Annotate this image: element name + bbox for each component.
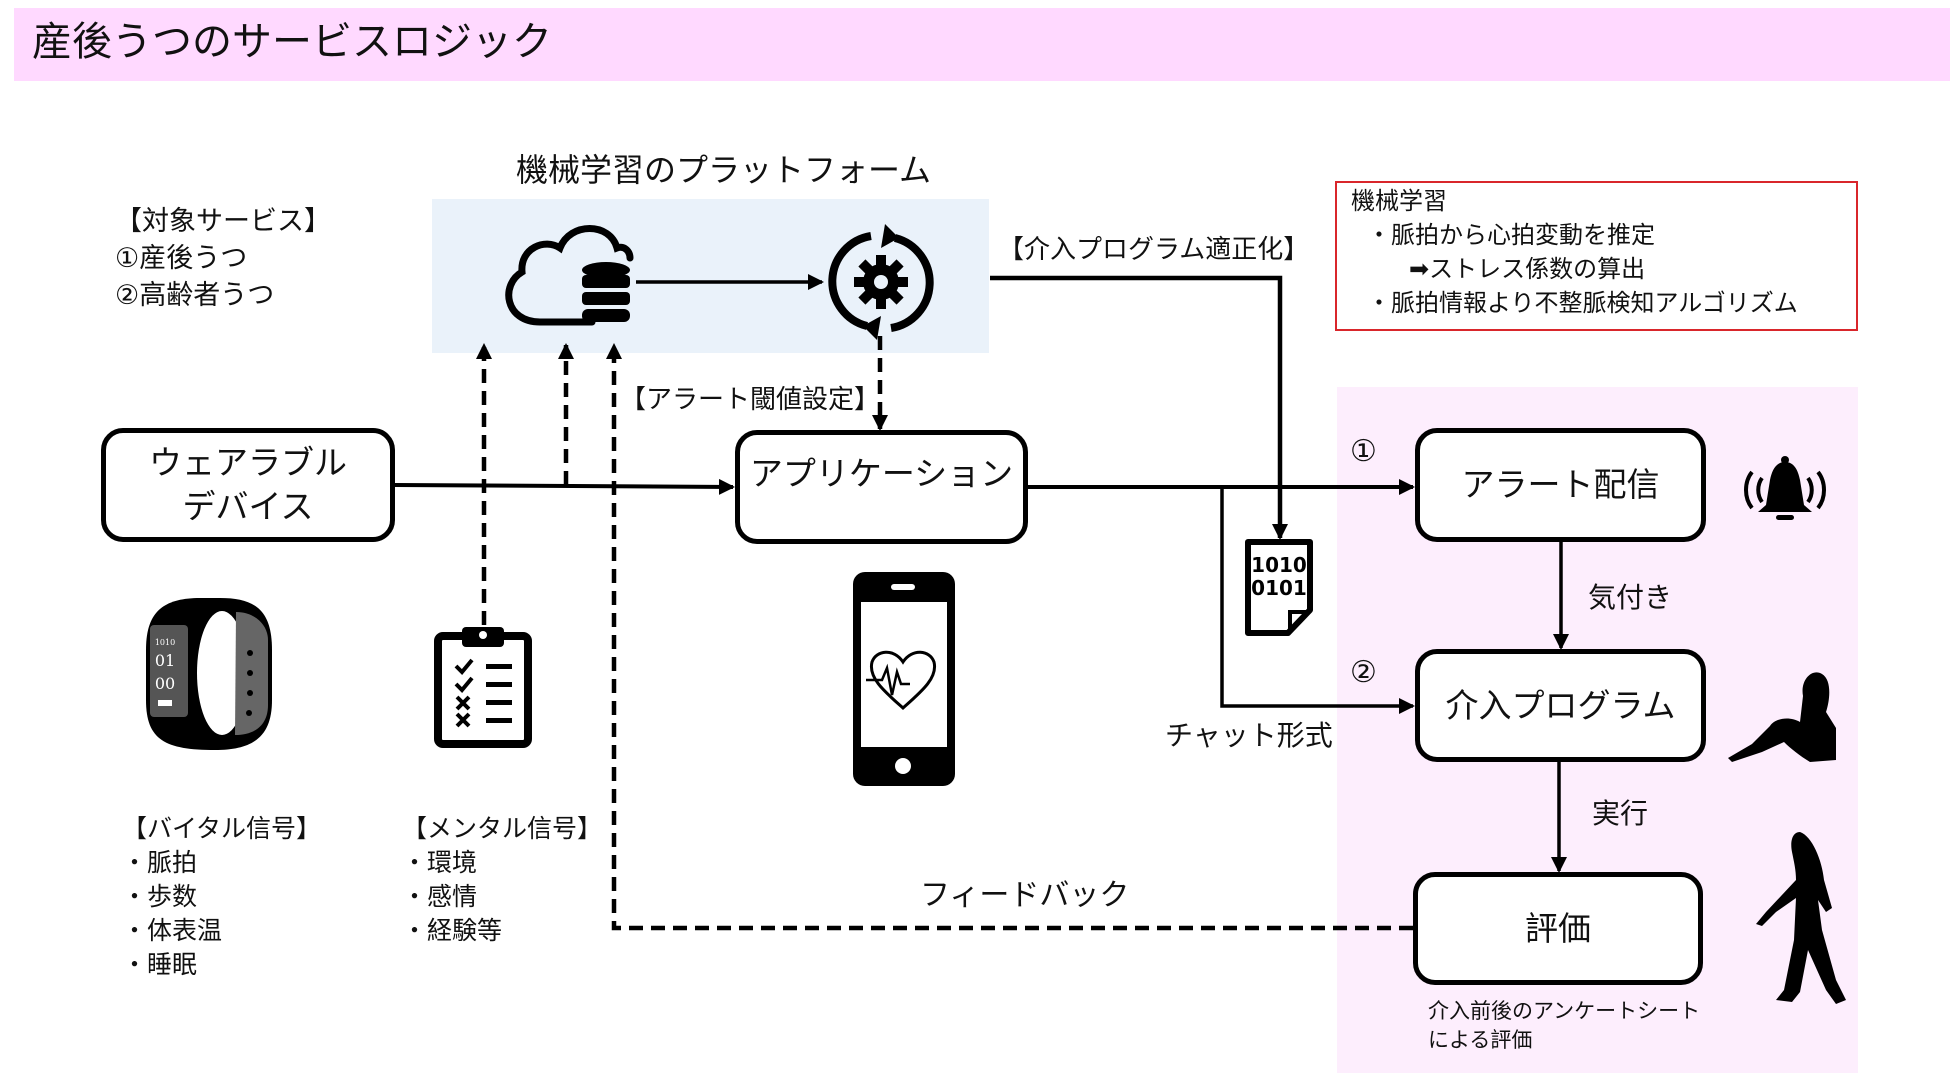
mental-signals-heading: 【メンタル信号】 (402, 814, 603, 843)
awareness-label: 気付き (1588, 581, 1673, 614)
vital-signal-item: ・歩数 (122, 882, 198, 911)
alert-threshold-label: 【アラート閾値設定】 (620, 385, 881, 415)
chat-format-label: チャット形式 (1165, 719, 1333, 752)
mental-signal-item: ・感情 (402, 882, 478, 911)
mental-signal-item: ・経験等 (402, 916, 503, 945)
alarm-bell-icon (1744, 456, 1826, 520)
gear-cycle-icon (828, 224, 934, 340)
binary-document-icon (1245, 539, 1313, 636)
sitting-woman-icon (1728, 672, 1836, 762)
watch-screen-text: 00 (155, 674, 175, 693)
watch-screen-text: 1010 (155, 638, 175, 647)
step-1-marker: ① (1350, 434, 1377, 469)
application-node: アプリケーション (735, 430, 1028, 544)
ml-note-heading: 機械学習 (1351, 187, 1447, 215)
platform-title: 機械学習のプラットフォーム (516, 151, 932, 189)
intervention-program-node: 介入プログラム (1415, 649, 1706, 762)
application-label: アプリケーション (749, 454, 1014, 493)
edge-feedback (606, 343, 1413, 931)
edge-optimization-to-doc (990, 275, 1288, 540)
watch-screen-text: 01 (155, 651, 175, 670)
ml-note-box: 機械学習 ・脈拍から心拍変動を推定 ➡ストレス係数の算出 ・脈拍情報より不整脈検… (1335, 181, 1858, 331)
walking-woman-icon (1756, 832, 1846, 1004)
target-services-heading: 【対象サービス】 (115, 206, 331, 237)
edge-wearable-to-app (394, 478, 735, 495)
binary-document-text: 0101 (1251, 576, 1307, 600)
wearable-label-line: デバイス (182, 487, 314, 526)
alert-delivery-label: アラート配信 (1461, 465, 1660, 504)
title-band (14, 8, 1950, 81)
evaluation-note: 介入前後のアンケートシート による評価 (1428, 997, 1700, 1055)
evaluation-node: 評価 (1413, 872, 1703, 985)
ml-note-line: ・脈拍から心拍変動を推定 (1367, 221, 1655, 249)
vital-signal-item: ・体表温 (122, 916, 223, 945)
alert-delivery-node: アラート配信 (1415, 428, 1706, 542)
program-optimization-label: 【介入プログラム適正化】 (998, 235, 1310, 265)
cloud-database-icon (505, 225, 634, 326)
mental-signals-list: 【メンタル信号】 ・環境 ・感情 ・経験等 (402, 812, 602, 948)
feedback-label: フィードバック (920, 878, 1130, 913)
vital-signal-item: ・睡眠 (122, 950, 198, 979)
wearable-label-line: ウェアラブル (149, 443, 347, 482)
evaluation-note-line: による評価 (1428, 1028, 1533, 1052)
target-services: 【対象サービス】 ①産後うつ ②高齢者うつ (115, 203, 331, 314)
wearable-device-node: ウェアラブル デバイス (101, 428, 395, 542)
execute-label: 実行 (1592, 797, 1649, 830)
evaluation-label: 評価 (1525, 908, 1591, 948)
clipboard-checklist-icon (434, 627, 532, 748)
page-title: 産後うつのサービスロジック (32, 19, 552, 65)
smartwatch-icon (146, 598, 272, 750)
step-2-marker: ② (1350, 655, 1377, 690)
evaluation-note-line: 介入前後のアンケートシート (1428, 999, 1701, 1023)
intervention-program-label: 介入プログラム (1445, 685, 1676, 725)
ml-note-line: ➡ストレス係数の算出 (1409, 255, 1646, 283)
binary-document-text: 1010 (1251, 553, 1307, 577)
target-service-item: ②高齢者うつ (115, 280, 275, 311)
vital-signals-list: 【バイタル信号】 ・脈拍 ・歩数 ・体表温 ・睡眠 (122, 812, 321, 982)
ml-note-line: ・脈拍情報より不整脈検知アルゴリズム (1367, 289, 1798, 317)
target-service-item: ①産後うつ (115, 243, 248, 274)
edge-app-to-intervention (1220, 487, 1415, 714)
vital-signal-item: ・脈拍 (122, 848, 198, 877)
mental-signal-item: ・環境 (402, 848, 478, 877)
vital-signals-heading: 【バイタル信号】 (122, 814, 322, 843)
smartphone-heart-icon (853, 572, 955, 786)
